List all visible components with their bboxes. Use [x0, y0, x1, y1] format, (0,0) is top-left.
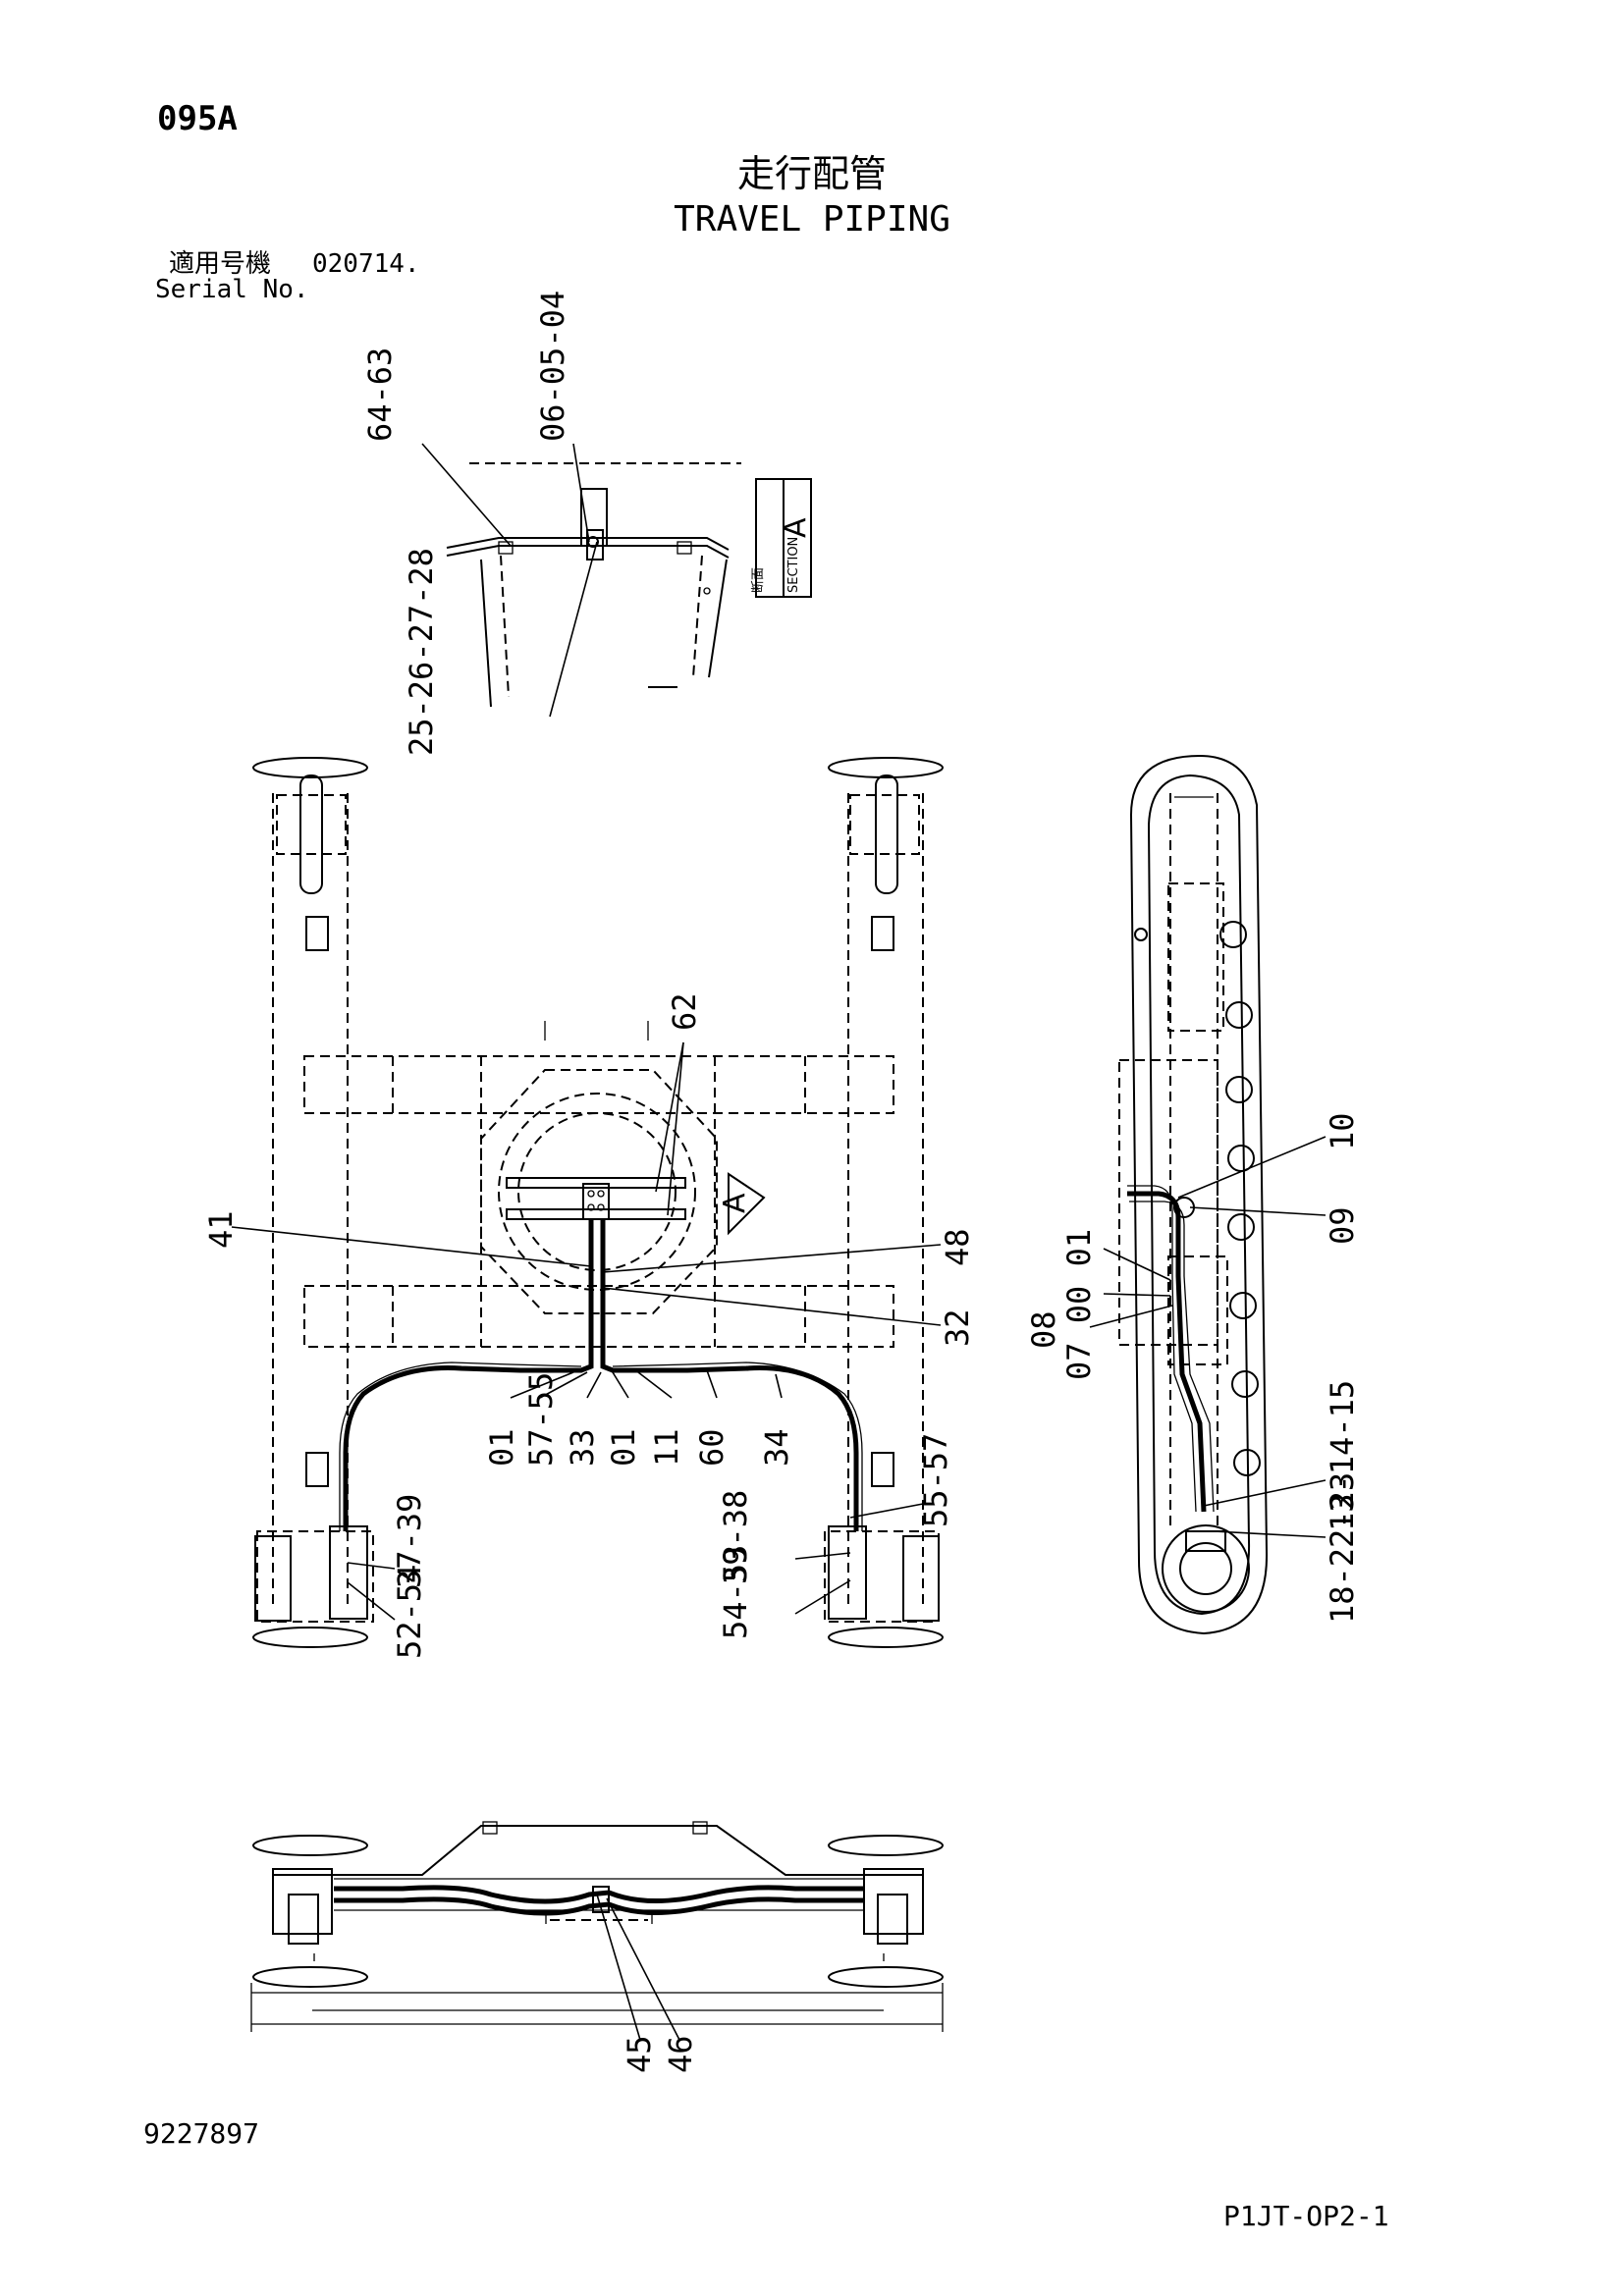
section-label-jp: 断面	[751, 567, 766, 593]
drawing-code: 095A	[157, 99, 238, 138]
callout-54-53: 54-53	[717, 1545, 754, 1639]
title-english: TRAVEL PIPING	[674, 199, 950, 240]
title-japanese: 走行配管	[736, 152, 887, 195]
callout-46: 46	[662, 2035, 699, 2073]
serial-value: 020714.	[312, 249, 420, 279]
section-label-en: SECTION	[786, 537, 801, 593]
side-view: 10 09 07 00 01 08 13-14-15 18-22-23	[1025, 754, 1361, 1635]
callout-01-center: 01	[605, 1428, 642, 1467]
callout-08: 08	[1025, 1310, 1062, 1349]
callout-62: 62	[666, 992, 703, 1031]
callout-64-63: 64-63	[361, 347, 399, 442]
callout-10: 10	[1324, 1112, 1361, 1150]
callout-60: 60	[693, 1428, 731, 1467]
plan-view: A 62 41 48 32 01 57-55 33 01 11 60 34 37…	[202, 757, 976, 1659]
callout-41: 41	[202, 1210, 240, 1249]
section-a-view: 断面 SECTION A 64-63 06-05-04 25-26-27-28	[361, 291, 813, 756]
callout-48: 48	[939, 1228, 976, 1266]
part-number: 9227897	[143, 2117, 260, 2150]
callout-33: 33	[564, 1428, 601, 1467]
serial-label-english: Serial No.	[155, 275, 309, 304]
callout-57-55: 57-55	[522, 1372, 560, 1467]
callout-06-05-04: 06-05-04	[534, 291, 571, 442]
callout-37-39: 37-39	[391, 1494, 428, 1588]
section-letter: A	[779, 517, 813, 538]
callout-11: 11	[648, 1428, 685, 1467]
callout-25-26-27-28: 25-26-27-28	[403, 548, 440, 756]
view-marker-a: A	[718, 1193, 752, 1213]
callout-32: 32	[939, 1308, 976, 1347]
callout-07-00-01: 07 00 01	[1060, 1229, 1098, 1380]
callout-13-14-15: 13-14-15	[1324, 1380, 1361, 1531]
callout-01-left: 01	[483, 1428, 520, 1467]
callout-09: 09	[1324, 1206, 1361, 1245]
serial-label-japanese: 適用号機	[169, 249, 272, 279]
callout-55-57: 55-57	[917, 1433, 954, 1527]
front-view: 45 46	[250, 1821, 944, 2073]
callout-34: 34	[758, 1428, 795, 1467]
callout-45: 45	[621, 2035, 658, 2073]
callout-18-22-23: 18-22-23	[1324, 1472, 1361, 1624]
callout-52-54: 52-54	[391, 1565, 428, 1659]
callout-39-38: 39-38	[717, 1490, 754, 1584]
sheet-id: P1JT-OP2-1	[1223, 2200, 1389, 2232]
